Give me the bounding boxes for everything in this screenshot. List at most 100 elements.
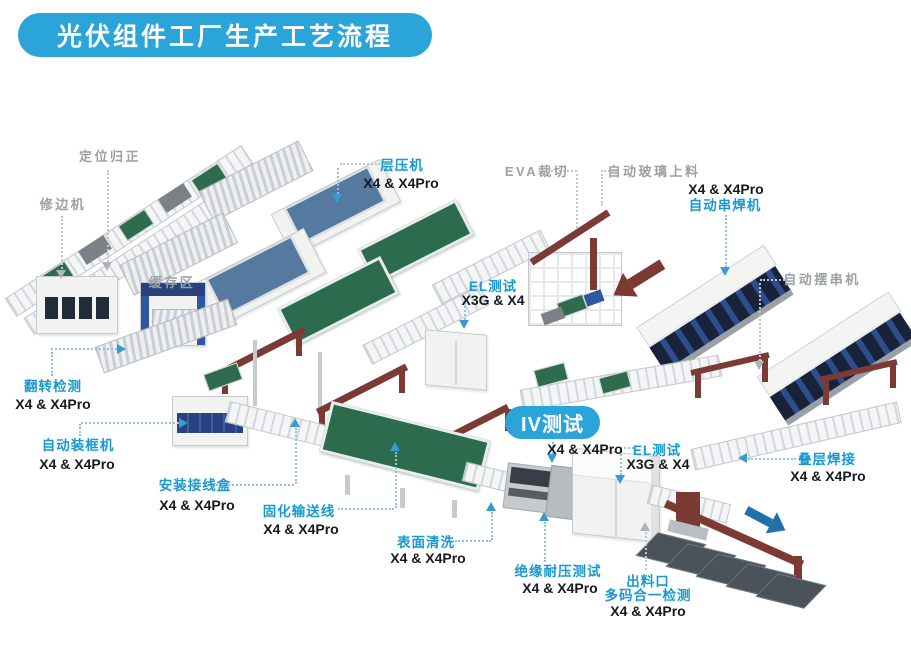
trimming-machine xyxy=(36,276,118,334)
leader-arrow xyxy=(56,270,66,279)
arrow-shaft xyxy=(627,259,666,290)
label-flip-inspection-model: X4 & X4Pro xyxy=(15,396,91,412)
label-glass-loading: 自动玻璃上料 xyxy=(607,164,701,179)
leader-arrow xyxy=(547,454,557,463)
leader-line xyxy=(544,522,546,562)
gantry-leg xyxy=(296,332,302,356)
leader-line xyxy=(551,170,577,172)
leader-line xyxy=(337,168,339,194)
label-surface-cleaning-model: X4 & X4Pro xyxy=(390,550,466,566)
iv-test-badge: IV测试 xyxy=(505,406,600,439)
gantry-post xyxy=(590,238,597,290)
label-outfeed-model: X4 & X4Pro xyxy=(610,603,686,619)
leader-arrow xyxy=(720,267,730,276)
label-eva-cutting: EVA裁切 xyxy=(504,164,570,179)
label-el-test-mid-model: X3G & X4 xyxy=(461,292,525,308)
leader-line xyxy=(645,532,647,570)
cabinet-door-line xyxy=(455,340,457,386)
leader-line xyxy=(601,170,617,172)
machine-windows xyxy=(45,297,109,319)
label-stringer: 自动串焊机 xyxy=(688,198,762,213)
leader-arrow xyxy=(390,442,400,451)
label-insulation-test: 绝缘耐压测试 xyxy=(514,564,602,579)
leader-arrow xyxy=(754,361,764,370)
leader-line xyxy=(338,508,394,510)
leader-line xyxy=(748,458,796,460)
leader-line xyxy=(340,163,380,165)
el-door-line xyxy=(615,478,617,538)
arrow-shaft xyxy=(744,505,774,527)
leader-arrow xyxy=(332,194,342,203)
leader-line xyxy=(576,174,578,228)
leader-line xyxy=(464,302,466,320)
gantry-leg xyxy=(399,369,405,393)
leader-arrow xyxy=(290,418,300,427)
leader-arrow xyxy=(486,502,496,511)
label-iv-test-model: X4 & X4Pro xyxy=(547,441,623,457)
leader-line xyxy=(395,452,397,508)
leader-line xyxy=(620,447,634,449)
gantry-leg xyxy=(695,374,701,398)
outfeed-gantry-post xyxy=(794,556,802,588)
leader-arrow xyxy=(640,522,650,531)
label-curing-conveyor: 固化输送线 xyxy=(262,504,336,519)
label-string-layup: 自动摆串机 xyxy=(783,272,861,287)
label-positioning: 定位归正 xyxy=(78,149,142,164)
leader-arrow xyxy=(459,320,469,329)
leader-line xyxy=(601,174,603,206)
leader-line xyxy=(620,451,622,475)
page-title: 光伏组件工厂生产工艺流程 xyxy=(18,13,432,57)
label-stack-welding-model: X4 & X4Pro xyxy=(790,468,866,484)
label-junction-box: 安装接线盒 xyxy=(158,478,232,493)
label-buffer: 缓存区 xyxy=(148,275,196,290)
gantry-leg xyxy=(762,358,768,382)
label-outfeed-line2: 多码合一检测 xyxy=(604,588,692,603)
label-outfeed: 出料口 xyxy=(626,574,670,589)
label-laminator: 层压机 xyxy=(380,158,424,173)
leader-line xyxy=(81,422,179,424)
label-el-test-end: EL测试 xyxy=(632,443,682,458)
leader-line xyxy=(552,442,554,454)
leader-arrow xyxy=(102,262,112,271)
label-curing-conveyor-model: X4 & X4Pro xyxy=(263,521,339,537)
leader-line xyxy=(79,424,81,436)
belt-leg xyxy=(452,500,457,518)
frame-post xyxy=(253,340,257,406)
buffer-top-band xyxy=(141,283,205,296)
frame-post xyxy=(318,352,322,418)
label-trimming: 修边机 xyxy=(39,197,87,212)
leader-arrow xyxy=(179,418,188,428)
label-surface-cleaning: 表面清洗 xyxy=(397,535,455,550)
label-el-test-end-model: X3G & X4 xyxy=(626,456,690,472)
leader-line xyxy=(51,352,53,376)
label-stack-welding: 叠层焊接 xyxy=(798,452,856,467)
belt-leg xyxy=(400,488,405,508)
leader-arrow xyxy=(615,475,625,484)
label-laminator-model: X4 & X4Pro xyxy=(363,175,439,191)
leader-line xyxy=(212,484,294,486)
leader-line xyxy=(61,216,63,272)
label-framing-model: X4 & X4Pro xyxy=(39,456,115,472)
leader-line xyxy=(491,512,493,540)
leader-arrow xyxy=(539,512,549,521)
label-framing: 自动装框机 xyxy=(41,438,115,453)
leader-line xyxy=(455,540,491,542)
label-insulation-test-model: X4 & X4Pro xyxy=(522,580,598,596)
leader-arrow xyxy=(117,344,126,354)
leader-line xyxy=(295,428,297,484)
leader-line xyxy=(725,215,727,267)
label-junction-box-model: X4 & X4Pro xyxy=(159,497,235,513)
gantry-leg xyxy=(319,409,325,433)
buffer-column xyxy=(141,296,149,345)
leader-arrow xyxy=(738,453,747,463)
label-el-test-mid: EL测试 xyxy=(468,279,518,294)
flow-arrow-blue xyxy=(741,499,792,541)
leader-line xyxy=(107,170,109,262)
gantry-leg xyxy=(823,381,829,405)
leader-line xyxy=(760,279,788,281)
belt-leg xyxy=(345,475,350,495)
label-flip-inspection: 翻转检测 xyxy=(24,379,82,394)
gantry-leg xyxy=(890,364,896,388)
leader-line xyxy=(51,348,117,350)
